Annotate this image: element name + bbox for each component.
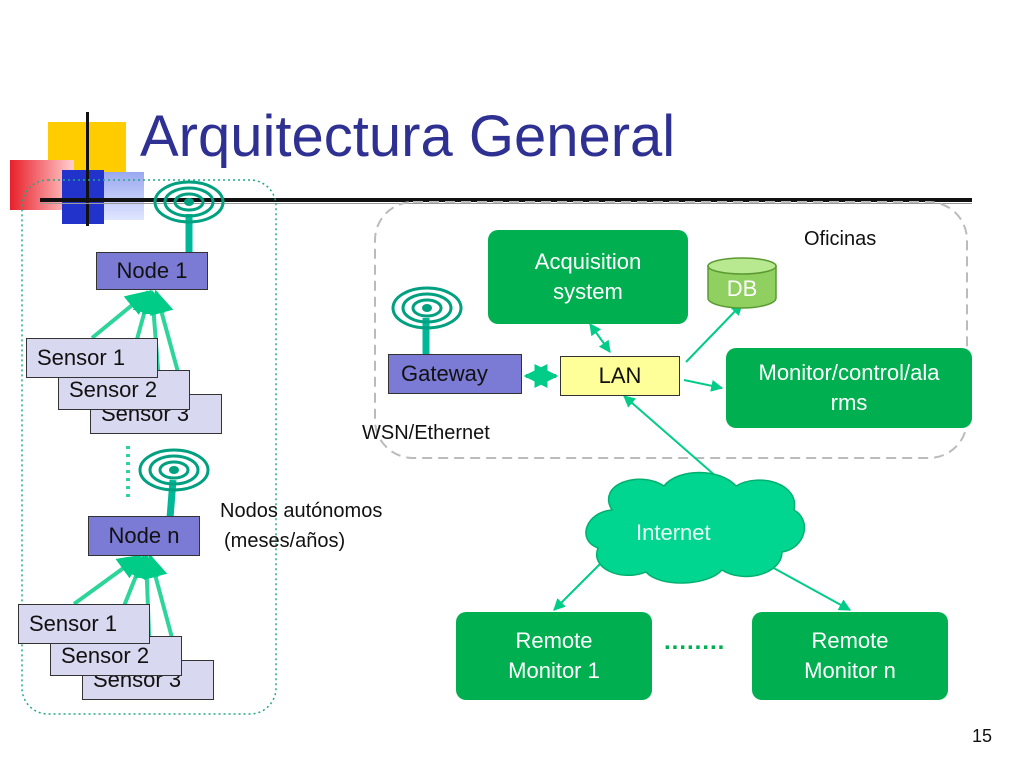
lan: LAN: [560, 356, 680, 396]
internet-cloud-shape: [585, 471, 806, 584]
autonomy-label-line2: (meses/años): [224, 530, 346, 552]
page-number: 15: [971, 726, 992, 746]
office-label: Oficinas: [804, 228, 877, 250]
acquisition-system: Acquisition system: [488, 230, 688, 324]
remote-monitor-n: Remote Monitor n: [752, 612, 948, 700]
logo-blue-square: [62, 170, 104, 224]
autonomy-label-line1: Nodos autónomos: [220, 500, 383, 522]
antenna-icon: [153, 180, 225, 224]
monitor-control-alarms: Monitor/control/ala rms: [726, 348, 972, 428]
monitor-line2: rms: [830, 390, 868, 415]
title-rule-thin: [40, 203, 972, 204]
wsn-frame: [21, 179, 277, 715]
remoten-line2: Monitor n: [804, 658, 896, 683]
remote-ellipsis: ........: [664, 628, 726, 655]
gateway: Gateway: [388, 354, 522, 394]
remote1-line2: Monitor 1: [508, 658, 600, 683]
sensor-3-group1: Sensor 3: [90, 394, 222, 434]
remoten-line1: Remote: [811, 628, 889, 654]
acquisition-line2: system: [553, 279, 623, 304]
monitor-line1: Monitor/control/ala: [758, 360, 940, 386]
acquisition-line1: Acquisition: [534, 249, 642, 275]
title-rule: [40, 198, 972, 202]
sensor-1-group2: Sensor 1: [18, 604, 150, 644]
antenna-icon: [138, 448, 210, 492]
wsn-ethernet-label: WSN/Ethernet: [362, 422, 490, 444]
db-label: DB: [726, 276, 758, 301]
logo-vertical-line: [86, 112, 89, 226]
database-icon: [707, 257, 777, 309]
node-n: Node n: [88, 516, 200, 556]
sensor-1-group1: Sensor 1: [26, 338, 158, 378]
remote-monitor-1: Remote Monitor 1: [456, 612, 652, 700]
remote1-line1: Remote: [515, 628, 593, 654]
node-1: Node 1: [96, 252, 208, 290]
internet-label: Internet: [636, 520, 711, 545]
slide-title: Arquitectura General: [140, 104, 676, 169]
antenna-icon: [391, 286, 463, 330]
